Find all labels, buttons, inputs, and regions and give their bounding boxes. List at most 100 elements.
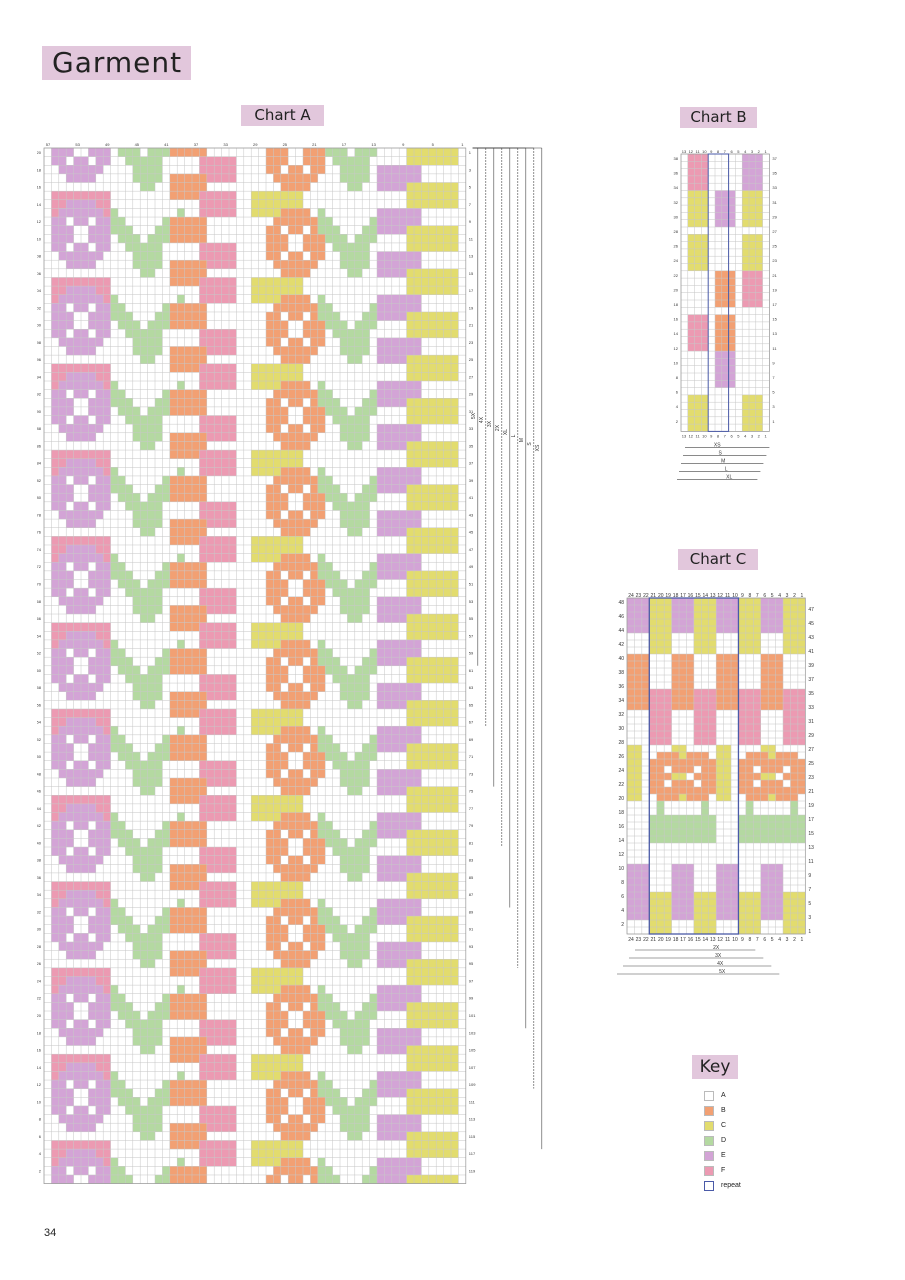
stitch-cell bbox=[81, 605, 89, 615]
stitch-cell bbox=[118, 821, 126, 830]
stitch-cell bbox=[51, 734, 59, 744]
stitch-cell bbox=[155, 847, 163, 856]
stitch-cell bbox=[184, 1174, 192, 1184]
row-number: 31 bbox=[772, 200, 777, 205]
stitch-cell bbox=[721, 321, 729, 330]
stitch-cell bbox=[162, 493, 170, 502]
stitch-cell bbox=[414, 406, 422, 416]
stitch-cell bbox=[317, 588, 326, 597]
stitch-cell bbox=[266, 726, 274, 735]
stitch-cell bbox=[745, 752, 754, 759]
stitch-cell bbox=[140, 674, 148, 684]
stitch-cell bbox=[229, 363, 237, 373]
stitch-cell bbox=[125, 415, 133, 425]
stitch-cell bbox=[310, 303, 318, 312]
stitch-cell bbox=[671, 878, 680, 885]
stitch-cell bbox=[169, 311, 178, 321]
col-number: 57 bbox=[46, 142, 51, 147]
stitch-cell bbox=[325, 648, 333, 658]
stitch-cell bbox=[399, 605, 407, 615]
stitch-cell bbox=[742, 270, 749, 279]
stitch-cell bbox=[708, 696, 717, 703]
stitch-cell bbox=[421, 199, 429, 209]
stitch-cell bbox=[192, 1045, 200, 1055]
stitch-cell bbox=[443, 1054, 451, 1063]
chart-a-title: Chart A bbox=[241, 105, 324, 126]
stitch-cell bbox=[755, 154, 763, 162]
stitch-cell bbox=[273, 346, 281, 356]
stitch-cell bbox=[451, 199, 459, 209]
stitch-cell bbox=[354, 769, 363, 778]
stitch-cell bbox=[369, 657, 377, 666]
stitch-cell bbox=[110, 743, 118, 753]
stitch-cell bbox=[414, 277, 422, 287]
stitch-cell bbox=[377, 907, 385, 917]
stitch-cell bbox=[273, 752, 281, 761]
stitch-cell bbox=[421, 415, 429, 425]
stitch-cell bbox=[384, 1157, 392, 1167]
stitch-cell bbox=[310, 821, 318, 830]
stitch-cell bbox=[280, 1131, 289, 1141]
stitch-cell bbox=[73, 769, 81, 778]
row-number: 5 bbox=[808, 901, 811, 907]
stitch-cell bbox=[428, 1054, 437, 1063]
stitch-cell bbox=[125, 743, 133, 753]
stitch-cell bbox=[221, 708, 229, 718]
stitch-cell bbox=[162, 1002, 170, 1011]
stitch-cell bbox=[634, 619, 642, 626]
stitch-cell bbox=[110, 726, 118, 735]
stitch-cell bbox=[686, 682, 694, 689]
stitch-cell bbox=[443, 786, 451, 796]
stitch-cell bbox=[340, 493, 348, 502]
stitch-cell bbox=[229, 777, 237, 787]
stitch-cell bbox=[362, 1123, 370, 1132]
stitch-cell bbox=[58, 769, 67, 778]
stitch-cell bbox=[377, 743, 385, 753]
stitch-cell bbox=[303, 242, 311, 252]
stitch-cell bbox=[103, 1062, 111, 1072]
stitch-cell bbox=[73, 734, 81, 744]
stitch-cell bbox=[399, 217, 407, 226]
row-number: 106 bbox=[37, 271, 42, 276]
stitch-cell bbox=[280, 156, 289, 166]
row-number: 2 bbox=[676, 419, 679, 424]
stitch-cell bbox=[436, 890, 444, 899]
stitch-cell bbox=[266, 156, 274, 166]
stitch-cell bbox=[177, 381, 185, 390]
stitch-cell bbox=[649, 927, 657, 934]
stitch-cell bbox=[95, 855, 104, 865]
stitch-cell bbox=[768, 871, 776, 878]
stitch-cell bbox=[81, 389, 89, 399]
stitch-cell bbox=[406, 329, 414, 338]
stitch-cell bbox=[221, 173, 229, 183]
stitch-cell bbox=[66, 665, 74, 675]
stitch-cell bbox=[288, 286, 296, 295]
stitch-cell bbox=[162, 406, 170, 416]
stitch-cell bbox=[206, 251, 215, 261]
stitch-cell bbox=[317, 148, 326, 157]
stitch-cell bbox=[768, 899, 776, 906]
stitch-cell bbox=[184, 217, 192, 226]
stitch-cell bbox=[66, 199, 74, 209]
stitch-cell bbox=[273, 691, 281, 701]
stitch-cell bbox=[184, 311, 192, 321]
stitch-cell bbox=[723, 605, 732, 612]
stitch-cell bbox=[214, 363, 222, 373]
stitch-cell bbox=[436, 570, 444, 580]
stitch-cell bbox=[332, 838, 340, 848]
stitch-cell bbox=[742, 175, 749, 184]
stitch-cell bbox=[162, 829, 170, 839]
row-number: 30 bbox=[674, 214, 679, 219]
stitch-cell bbox=[66, 544, 74, 554]
stitch-cell bbox=[332, 657, 340, 666]
stitch-cell bbox=[362, 346, 370, 356]
stitch-cell bbox=[664, 822, 672, 829]
stitch-cell bbox=[58, 933, 67, 942]
stitch-cell bbox=[273, 1149, 281, 1158]
stitch-cell bbox=[169, 225, 178, 235]
stitch-cell bbox=[273, 760, 281, 770]
stitch-cell bbox=[716, 612, 724, 619]
stitch-cell bbox=[51, 631, 59, 640]
stitch-cell bbox=[132, 1019, 141, 1029]
row-number: 86 bbox=[37, 443, 42, 448]
